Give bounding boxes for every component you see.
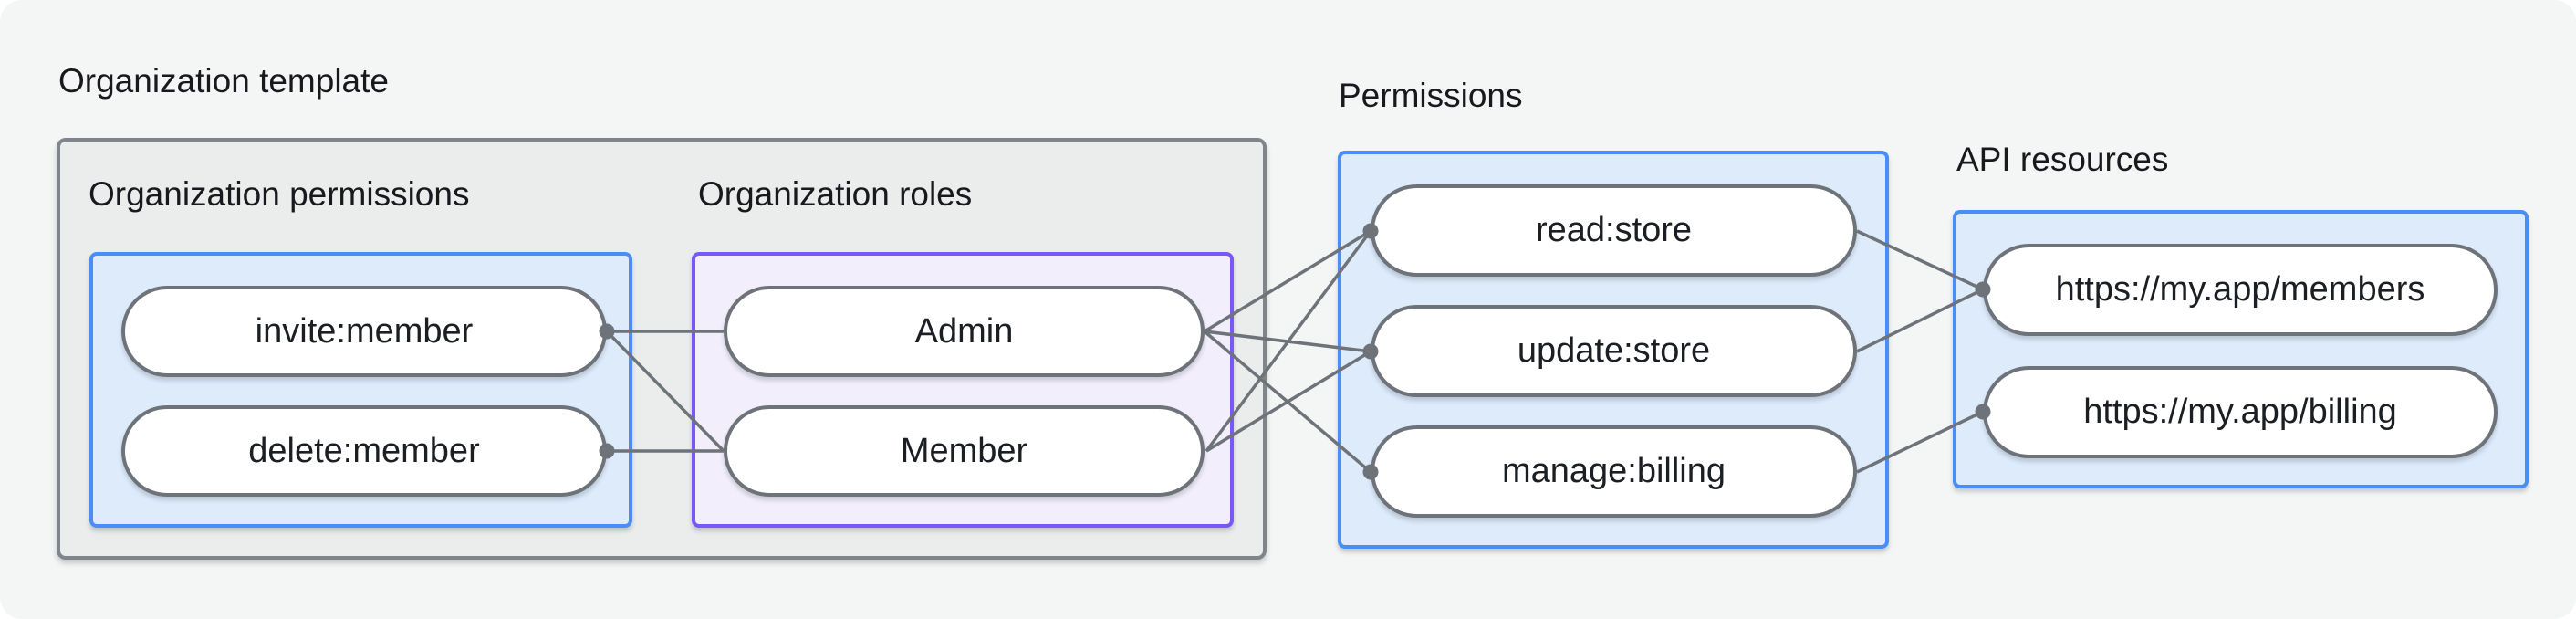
permissions-box: read:store update:store manage:billing	[1338, 151, 1889, 549]
node-read-store: read:store	[1371, 184, 1857, 277]
organization-permissions-box: invite:member delete:member	[89, 252, 632, 528]
permissions-label: Permissions	[1339, 77, 1523, 114]
node-invite-member: invite:member	[121, 286, 607, 377]
node-manage-billing: manage:billing	[1371, 425, 1857, 518]
node-update-store: update:store	[1371, 305, 1857, 397]
node-api-billing: https://my.app/billing	[1983, 366, 2498, 458]
node-delete-member: delete:member	[121, 405, 607, 497]
node-api-members: https://my.app/members	[1983, 244, 2498, 336]
organization-roles-label: Organization roles	[698, 175, 973, 213]
organization-template-label: Organization template	[58, 62, 389, 100]
node-member: Member	[724, 405, 1205, 497]
node-admin: Admin	[724, 286, 1205, 377]
api-resources-label: API resources	[1956, 141, 2169, 178]
organization-template-box: Organization permissions Organization ro…	[57, 138, 1267, 560]
api-resources-box: https://my.app/members https://my.app/bi…	[1953, 210, 2529, 488]
organization-roles-box: Admin Member	[692, 252, 1234, 528]
organization-permissions-label: Organization permissions	[89, 175, 470, 213]
